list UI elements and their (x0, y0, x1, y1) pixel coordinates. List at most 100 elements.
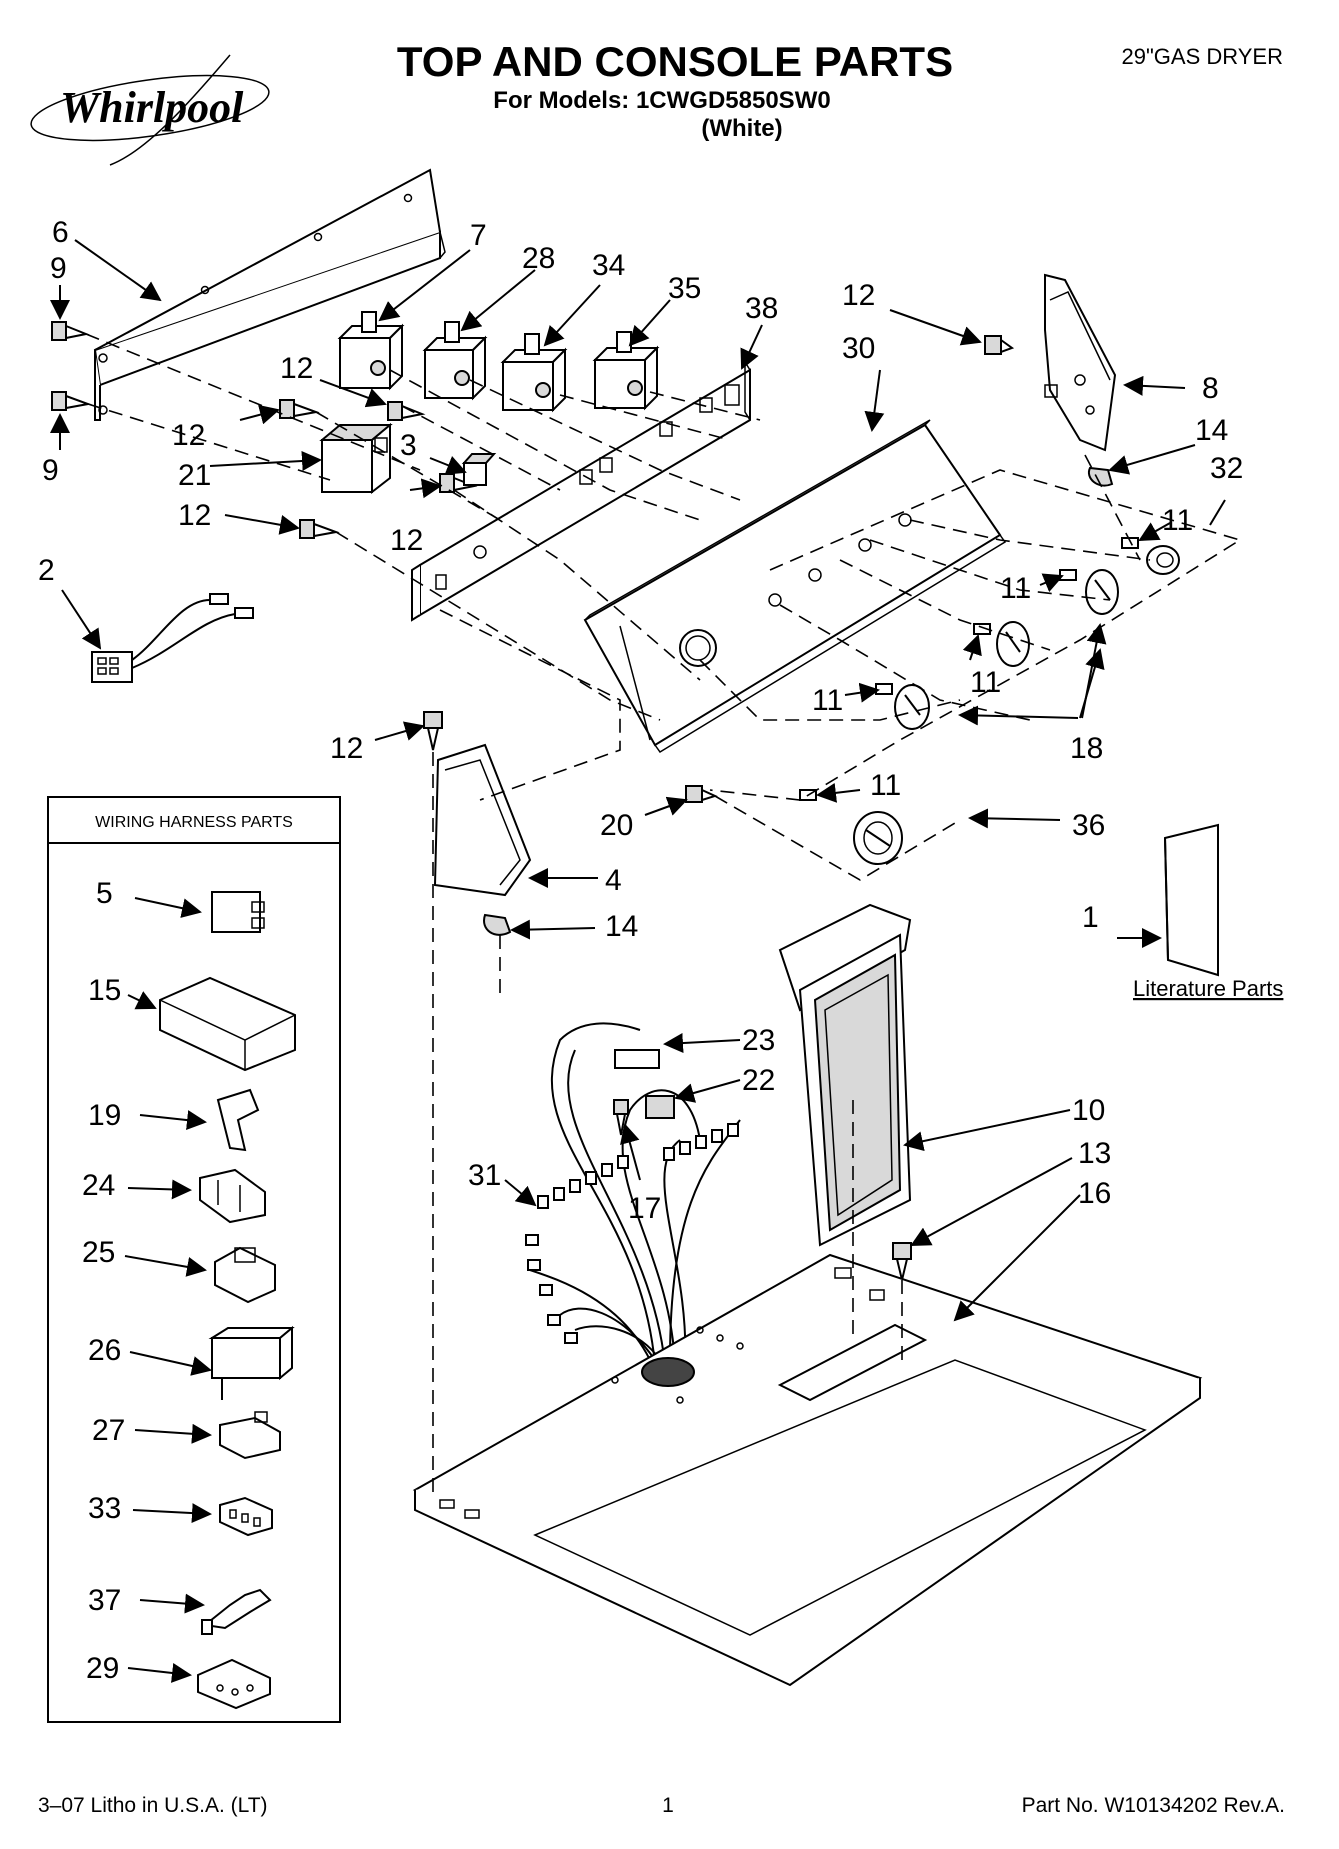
callout-36: 36 (1072, 809, 1105, 842)
harness-item-29: 29 (86, 1652, 119, 1685)
callout-23: 23 (742, 1024, 775, 1057)
screw-20 (685, 785, 718, 803)
bracket-3 (461, 453, 497, 486)
spring-11-b (1059, 569, 1077, 581)
callout-38: 38 (745, 292, 778, 325)
control-panel-38 (411, 359, 751, 622)
connector-29 (197, 1658, 271, 1710)
spring-11-d (875, 683, 893, 695)
callout-11-d: 11 (812, 684, 843, 717)
harness-item-5: 5 (96, 877, 113, 910)
callout-8: 8 (1202, 372, 1219, 405)
screw-9-lower (51, 391, 92, 411)
screw-13 (892, 1242, 912, 1281)
callout-14-upper: 14 (1195, 414, 1228, 447)
callout-3: 3 (400, 429, 417, 462)
footer-part-number: Part No. W10134202 Rev.A. (1022, 1794, 1285, 1817)
connector-26 (208, 1325, 295, 1400)
harness-item-25: 25 (82, 1236, 115, 1269)
callout-11-b: 11 (1000, 572, 1031, 605)
footer-page-number: 1 (662, 1794, 674, 1817)
callout-20: 20 (600, 809, 633, 842)
callout-12-c: 12 (172, 419, 205, 452)
literature-book (1163, 823, 1219, 977)
dryer-top-16 (412, 1253, 1203, 1687)
callout-31: 31 (468, 1159, 501, 1192)
callout-labels: 6 9 9 7 28 34 35 38 12 30 8 14 32 12 12 … (38, 216, 1243, 1225)
callout-7: 7 (470, 219, 487, 252)
screw-9-upper (51, 321, 90, 341)
whirlpool-logo: Whirlpool (30, 54, 270, 166)
callout-22: 22 (742, 1064, 775, 1097)
connector-19 (216, 1088, 260, 1152)
wire-harness-2 (91, 593, 254, 683)
callout-30: 30 (842, 332, 875, 365)
knob-18-c (894, 684, 930, 730)
literature-label: Literature Parts (1133, 976, 1283, 1001)
switch-28 (422, 321, 488, 401)
main-harness-31 (525, 1022, 741, 1366)
screw-12-b (387, 401, 426, 421)
callout-4: 4 (605, 864, 622, 897)
spring-11-c (973, 623, 991, 635)
knob-18-a (1085, 569, 1119, 615)
assembly-lines (85, 333, 1242, 1500)
screw-12-d (299, 519, 340, 539)
callout-10: 10 (1072, 1094, 1105, 1127)
color-line: (White) (701, 115, 782, 142)
footer-litho: 3–07 Litho in U.S.A. (LT) (38, 1794, 268, 1817)
harness-item-26: 26 (88, 1334, 121, 1367)
harness-item-37: 37 (88, 1584, 121, 1617)
switch-7 (337, 311, 405, 391)
callout-17: 17 (628, 1192, 661, 1225)
callout-11-e: 11 (870, 769, 901, 802)
harness-item-19: 19 (88, 1099, 121, 1132)
connector-5 (211, 891, 265, 933)
harness-item-15: 15 (88, 974, 121, 1007)
callout-11-a: 11 (1162, 504, 1193, 537)
end-cap-bracket-8 (1044, 273, 1117, 452)
connector-row-right (663, 1123, 739, 1161)
callout-12-b: 12 (280, 352, 313, 385)
callout-12-d: 12 (178, 499, 211, 532)
connector-27 (219, 1411, 281, 1460)
knob-32 (1146, 545, 1180, 575)
callout-6: 6 (52, 216, 69, 249)
connector-33 (219, 1496, 273, 1537)
callout-21: 21 (178, 459, 211, 492)
knob-36 (853, 811, 903, 865)
callout-14-lower: 14 (605, 910, 638, 943)
clip-14-upper (1087, 466, 1114, 487)
callout-13: 13 (1078, 1137, 1111, 1170)
lint-screen-10 (778, 903, 912, 1247)
page-title: TOP AND CONSOLE PARTS (397, 38, 953, 85)
connector-25 (214, 1246, 276, 1304)
connector-24 (199, 1168, 266, 1224)
callout-9-lower: 9 (42, 454, 59, 487)
callout-2: 2 (38, 554, 55, 587)
callout-16: 16 (1078, 1177, 1111, 1210)
console-back-panel (93, 168, 446, 421)
callout-12-top-right: 12 (842, 279, 875, 312)
switch-35 (592, 331, 660, 411)
harness-item-27: 27 (92, 1414, 125, 1447)
models-line: For Models: 1CWGD5850SW0 (493, 87, 830, 114)
callout-35: 35 (668, 272, 701, 305)
callout-12-e: 12 (390, 524, 423, 557)
connector-row-left (537, 1155, 629, 1209)
harness-box-title: WIRING HARNESS PARTS (95, 814, 293, 831)
literature-number: 1 (1082, 901, 1099, 934)
connector-15 (159, 976, 296, 1072)
callout-18: 18 (1070, 732, 1103, 765)
callout-11-c: 11 (970, 666, 1001, 699)
callout-28: 28 (522, 242, 555, 275)
callout-9-upper: 9 (50, 252, 67, 285)
callout-32: 32 (1210, 452, 1243, 485)
knob-18-b (996, 621, 1030, 667)
clip-14-lower (483, 913, 512, 936)
brand-name: Whirlpool (60, 83, 244, 132)
console-30 (583, 419, 1007, 754)
callout-12-f: 12 (330, 732, 363, 765)
screw-12-a (279, 399, 320, 419)
